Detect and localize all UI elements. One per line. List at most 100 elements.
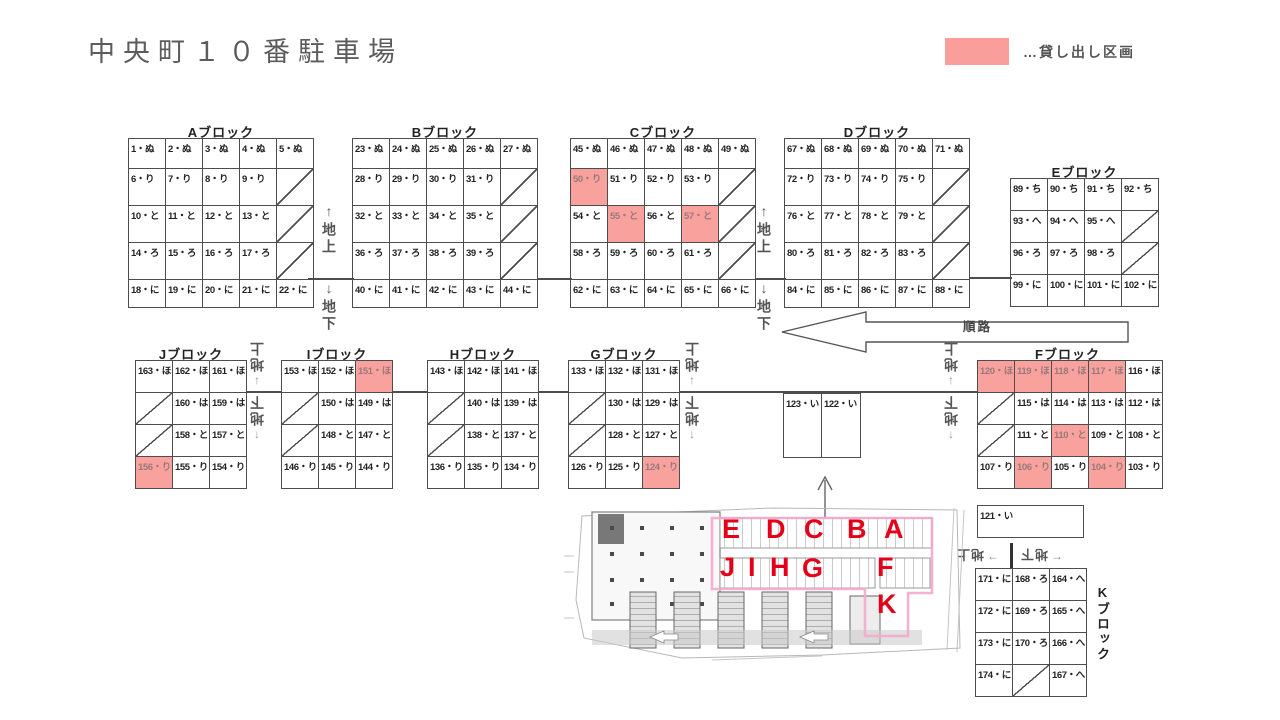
up-arrow-icon: ↑: [689, 373, 695, 387]
parking-cell: 98・ろ: [1085, 243, 1122, 275]
parking-cell: 23・ぬ: [353, 139, 390, 169]
parking-cell: 149・は: [356, 393, 393, 425]
up-arrow-icon: ↑: [948, 373, 954, 387]
parking-cell: 104・り: [1089, 457, 1126, 489]
basement-rotated-label: 地下: [684, 394, 700, 426]
parking-cell: 26・ぬ: [464, 139, 501, 169]
parking-cell: 68・ぬ: [822, 139, 859, 169]
blocked-cell: [1122, 243, 1159, 275]
road-line: [539, 391, 568, 393]
parking-cell: 168・ろ: [1013, 569, 1050, 601]
parking-cell: 105・り: [1052, 457, 1089, 489]
parking-cell: 12・と: [203, 206, 240, 243]
down-arrow-icon: ↓: [254, 427, 260, 441]
road-line: [680, 391, 977, 393]
parking-cell: 91・ち: [1085, 179, 1122, 211]
parking-cell: 146・り: [282, 457, 319, 489]
parking-cell: 73・り: [822, 169, 859, 206]
road-line: [393, 391, 427, 393]
to-basement-label: ↓地下: [756, 280, 772, 333]
parking-cell: 123・い: [783, 393, 822, 458]
area-letter: G: [802, 553, 824, 583]
parking-cell: 148・と: [319, 425, 356, 457]
parking-cell: 87・に: [896, 280, 933, 308]
parking-cell: 30・り: [427, 169, 464, 206]
parking-cell: 62・に: [571, 280, 608, 308]
parking-cell: 34・と: [427, 206, 464, 243]
parking-cell: 65・に: [682, 280, 719, 308]
block-i-label: Iブロック: [306, 347, 368, 362]
ground-rotated-label: 地上: [943, 340, 959, 372]
parking-cell: 95・へ: [1085, 211, 1122, 243]
block-k-label: Kブロック: [1095, 585, 1110, 662]
blocked-cell: [1122, 211, 1159, 243]
block-h-label: Hブロック: [449, 347, 517, 362]
blocked-cell: [569, 425, 606, 457]
parking-cell: 52・り: [645, 169, 682, 206]
parking-cell: 140・は: [465, 393, 502, 425]
parking-cell: 84・に: [785, 280, 822, 308]
basement-rotated-label: 地下: [1020, 547, 1049, 562]
block-c-label: Cブロック: [629, 125, 697, 140]
parking-cell: 124・り: [643, 457, 680, 489]
parking-cell: 160・は: [173, 393, 210, 425]
parking-cell: 144・り: [356, 457, 393, 489]
to-ground-basement-rotated: 地上 ↑ 地下 ↓: [249, 340, 265, 448]
route-arrow-label: 順路: [962, 319, 992, 334]
parking-cell: 114・は: [1052, 393, 1089, 425]
parking-cell: 45・ぬ: [571, 139, 608, 169]
parking-cell: 36・ろ: [353, 243, 390, 280]
parking-cell: 78・と: [859, 206, 896, 243]
area-letter: D: [766, 514, 786, 544]
area-letter: H: [770, 552, 790, 582]
parking-cell: 4・ぬ: [240, 139, 277, 169]
parking-cell: 54・と: [571, 206, 608, 243]
parking-cell: 38・ろ: [427, 243, 464, 280]
parking-cell: 173・に: [976, 633, 1013, 665]
parking-cell: 37・ろ: [390, 243, 427, 280]
parking-cell: 22・に: [277, 280, 314, 308]
road-line: [308, 278, 354, 280]
parking-cell: 58・ろ: [571, 243, 608, 280]
road-line: [537, 278, 572, 280]
parking-cell: 42・に: [427, 280, 464, 308]
parking-cell: 115・は: [1015, 393, 1052, 425]
blocked-cell: [428, 425, 465, 457]
parking-cell: 169・ろ: [1013, 601, 1050, 633]
parking-cell: 97・ろ: [1048, 243, 1085, 275]
blocked-cell: [501, 206, 538, 243]
area-letter: I: [748, 552, 756, 582]
parking-cell: 171・に: [976, 569, 1013, 601]
blocked-cell: [719, 206, 756, 243]
parking-cell: 53・り: [682, 169, 719, 206]
parking-cell: 11・と: [166, 206, 203, 243]
blocked-cell: [978, 393, 1015, 425]
parking-cell: 8・り: [203, 169, 240, 206]
road-line: [969, 277, 1012, 279]
to-ground-label: ↑地上: [756, 203, 772, 256]
blocked-cell: [282, 425, 319, 457]
ground-rotated-label: 地上: [249, 340, 265, 372]
parking-cell: 29・り: [390, 169, 427, 206]
parking-cell: 132・ほ: [606, 361, 643, 393]
parking-cell: 167・へ: [1050, 665, 1087, 697]
parking-cell: 56・と: [645, 206, 682, 243]
parking-cell: 135・り: [465, 457, 502, 489]
parking-cell: 152・ほ: [319, 361, 356, 393]
parking-cell: 133・ほ: [569, 361, 606, 393]
site-plan-drawing: [564, 507, 965, 661]
parking-cell: 128・と: [606, 425, 643, 457]
parking-cell: 159・は: [210, 393, 247, 425]
parking-cell: 150・は: [319, 393, 356, 425]
ground-direction-left: 地上 ←: [956, 546, 999, 565]
blocked-cell: [719, 243, 756, 280]
parking-cell: 92・ち: [1122, 179, 1159, 211]
parking-cell: 154・り: [210, 457, 247, 489]
